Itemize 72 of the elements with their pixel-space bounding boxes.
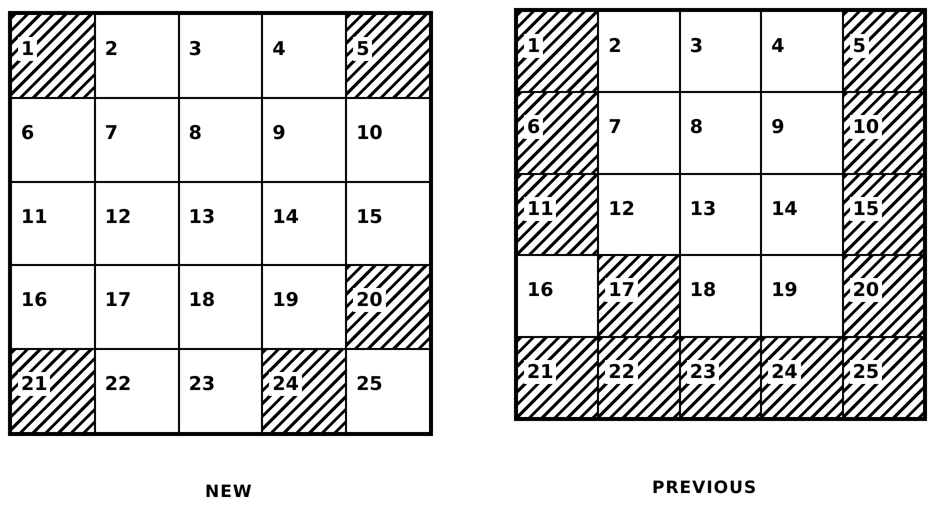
grid-cell xyxy=(178,98,262,182)
hatched-cell xyxy=(11,14,95,98)
cell-number: 24 xyxy=(269,372,302,396)
grid-cell xyxy=(598,92,680,174)
cell-number: 23 xyxy=(686,360,720,384)
hatched-cell xyxy=(842,11,924,92)
cell-number: 11 xyxy=(524,196,556,221)
grid-cell xyxy=(94,98,179,182)
grid-cell xyxy=(598,174,680,256)
grid-cell xyxy=(94,349,179,433)
grid-cell xyxy=(761,11,843,92)
cell-number: 20 xyxy=(353,288,386,312)
grid-cell xyxy=(94,14,179,98)
cell-number: 21 xyxy=(18,372,50,396)
hatched-cell xyxy=(517,174,598,256)
hatched-cell xyxy=(346,265,430,350)
grid-cell xyxy=(262,182,346,266)
cell-number: 17 xyxy=(605,278,638,302)
cell-number: 5 xyxy=(353,37,372,61)
cell-number: 15 xyxy=(850,196,882,221)
grid-cell xyxy=(761,255,843,337)
grid-cell xyxy=(517,255,598,337)
grid-heading: PREVIOUS xyxy=(652,478,758,498)
grid-cell xyxy=(346,98,430,182)
cell-number: 6 xyxy=(524,115,544,140)
hatched-cell xyxy=(842,336,924,418)
hatched-cell xyxy=(598,255,680,337)
cell-number: 20 xyxy=(850,278,882,302)
grid-cell xyxy=(680,11,762,92)
hatched-cell xyxy=(262,349,346,433)
grid-heading: NEW xyxy=(205,482,253,502)
cell-number: 22 xyxy=(605,360,638,384)
grid-cell xyxy=(680,255,762,337)
grid-cell xyxy=(598,11,680,92)
cell-number: 1 xyxy=(18,37,38,61)
cell-number: 25 xyxy=(850,360,882,384)
cell-number: 5 xyxy=(850,34,869,58)
grid-cell xyxy=(262,98,346,182)
hatched-cell xyxy=(842,92,924,174)
hatched-cell xyxy=(598,336,680,418)
grid-cell xyxy=(178,14,262,98)
hatched-cell xyxy=(11,349,95,433)
grid-cell xyxy=(680,174,762,256)
hatched-cell xyxy=(842,174,924,256)
grid-cell xyxy=(262,265,346,350)
grid-cell xyxy=(262,14,346,98)
grid-cell xyxy=(346,182,430,266)
grid-cell xyxy=(178,349,262,433)
hatched-cell xyxy=(761,336,843,418)
hatched-cell xyxy=(517,336,598,418)
grid-cell xyxy=(761,92,843,174)
grid-frame xyxy=(8,11,433,436)
grid-cell xyxy=(178,265,262,350)
hatched-cell xyxy=(680,336,762,418)
grid-cell xyxy=(11,98,95,182)
grid-frame xyxy=(514,8,927,421)
grid-cell xyxy=(761,174,843,256)
cell-number: 24 xyxy=(768,360,801,384)
grid-cell xyxy=(178,182,262,266)
hatched-cell xyxy=(842,255,924,337)
hatched-cell xyxy=(517,92,598,174)
grid-cell xyxy=(94,182,179,266)
grid-cell xyxy=(11,182,95,266)
grid-cell xyxy=(680,92,762,174)
grid-cell xyxy=(11,265,95,350)
cell-number: 21 xyxy=(524,360,556,384)
hatched-cell xyxy=(346,14,430,98)
hatched-cell xyxy=(517,11,598,92)
cell-number: 1 xyxy=(524,34,544,58)
cell-number: 10 xyxy=(850,115,882,140)
grid-cell xyxy=(346,349,430,433)
grid-cell xyxy=(94,265,179,350)
